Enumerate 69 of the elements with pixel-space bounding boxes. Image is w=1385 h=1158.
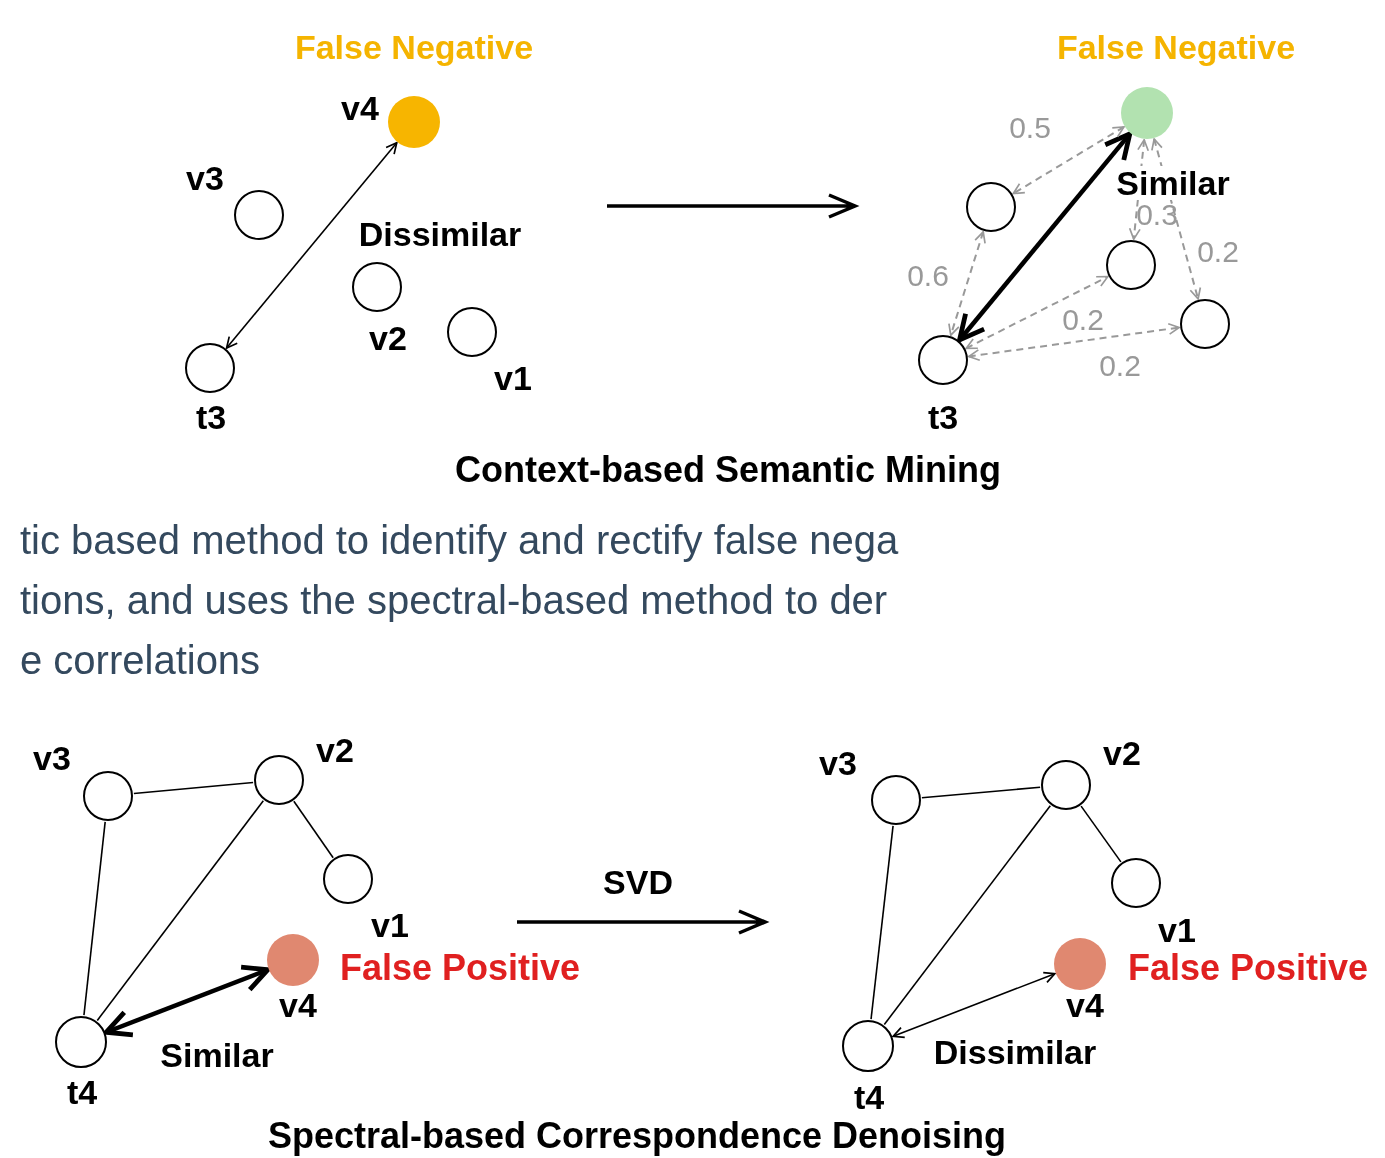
edge-label: 0.2 xyxy=(1061,305,1105,335)
text-fragment: e correlations xyxy=(20,640,261,680)
node-label: v2 xyxy=(316,733,354,767)
edge-label: Similar xyxy=(1114,166,1232,200)
arrow xyxy=(948,230,986,337)
edge-label: 0.2 xyxy=(1098,351,1142,381)
arrow xyxy=(965,275,1109,350)
node-circle xyxy=(447,307,497,357)
edge-label: 0.2 xyxy=(1196,237,1240,267)
node-circle xyxy=(234,190,284,240)
node-circle xyxy=(55,1016,107,1068)
edge-label: 0.5 xyxy=(1008,113,1052,143)
node-label: v2 xyxy=(369,321,407,355)
node-circle xyxy=(871,775,921,825)
node-label: v3 xyxy=(186,161,224,195)
section-caption: Spectral-based Correspondence Denoising xyxy=(267,1118,1007,1154)
node-circle xyxy=(352,262,402,312)
node-circle xyxy=(388,96,440,148)
node-circle xyxy=(1111,858,1161,908)
node-circle xyxy=(185,343,235,393)
node-label: v4 xyxy=(341,91,379,125)
node-circle xyxy=(1180,299,1230,349)
node-circle xyxy=(254,755,304,805)
node-label: v3 xyxy=(33,741,71,775)
node-label: t4 xyxy=(66,1075,98,1109)
node-label: t4 xyxy=(853,1080,885,1114)
arrow xyxy=(957,131,1133,343)
status-label: False Positive xyxy=(1127,950,1369,986)
text-fragment: tic based method to identify and rectify false nega xyxy=(20,520,899,560)
connector-line xyxy=(96,799,265,1022)
arrow xyxy=(892,971,1056,1039)
connector-line xyxy=(133,781,254,795)
connector-line xyxy=(870,825,894,1020)
node-circle xyxy=(323,854,373,904)
node-circle xyxy=(918,335,968,385)
status-label: False Positive xyxy=(339,950,581,986)
node-circle xyxy=(1121,87,1173,139)
node-label: t3 xyxy=(927,400,959,434)
edge-label: 0.3 xyxy=(1135,200,1179,230)
node-circle xyxy=(842,1020,894,1072)
node-label: v3 xyxy=(819,746,857,780)
edge-label: 0.6 xyxy=(906,261,950,291)
node-label: v1 xyxy=(494,361,532,395)
node-label: v1 xyxy=(371,908,409,942)
node-label: v1 xyxy=(1158,913,1196,947)
node-circle xyxy=(966,182,1016,232)
connector-line xyxy=(1080,805,1122,863)
connector-line xyxy=(293,800,334,859)
arrow xyxy=(967,322,1181,362)
arrow-label: SVD xyxy=(603,865,673,899)
node-label: v4 xyxy=(1066,988,1104,1022)
status-label: False Negative xyxy=(1056,30,1296,64)
node-circle xyxy=(1041,760,1091,810)
node-circle xyxy=(1106,240,1156,290)
arrow xyxy=(103,964,271,1038)
connector-line xyxy=(921,786,1041,799)
node-label: v2 xyxy=(1103,736,1141,770)
connector-line xyxy=(83,821,106,1016)
section-caption: Context-based Semantic Mining xyxy=(454,452,1002,488)
text-fragment: tions, and uses the spectral-based method to der xyxy=(20,580,888,620)
node-label: t3 xyxy=(195,400,227,434)
node-circle xyxy=(1054,938,1106,990)
arrow xyxy=(1012,125,1125,195)
node-circle xyxy=(83,771,133,821)
node-label: v4 xyxy=(279,988,317,1022)
node-circle xyxy=(267,934,319,986)
arrow xyxy=(225,141,398,349)
connector-line xyxy=(883,804,1052,1026)
status-label: False Negative xyxy=(294,30,534,64)
